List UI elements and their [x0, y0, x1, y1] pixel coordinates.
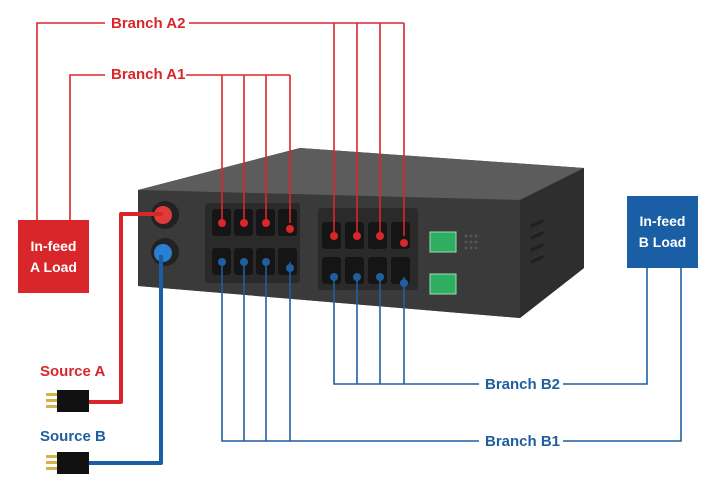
- label-source-a: Source A: [40, 363, 106, 380]
- red-wiring: [36, 22, 405, 236]
- source-a-plug-icon: [46, 390, 89, 412]
- status-displays: [429, 231, 478, 295]
- infeed-b-load-box: In-feed B Load: [627, 196, 698, 268]
- blue-wiring: [221, 262, 682, 442]
- label-branch-a2: Branch A2: [111, 15, 186, 32]
- infeed-a-load-box: In-feed A Load: [18, 220, 89, 293]
- source-a-cable: [88, 212, 163, 404]
- source-b-cable: [88, 255, 163, 465]
- label-source-b: Source B: [40, 428, 106, 445]
- infeed-a-line2: A Load: [30, 258, 77, 275]
- source-b-plug-icon: [46, 452, 89, 474]
- infeed-b-line2: B Load: [638, 234, 687, 250]
- label-branch-b2: Branch B2: [485, 376, 561, 393]
- infeed-a-line1: In-feed: [30, 237, 77, 254]
- label-branch-a1: Branch A1: [111, 66, 186, 83]
- label-branch-b1: Branch B1: [485, 433, 561, 450]
- infeed-b-line1: In-feed: [639, 213, 686, 229]
